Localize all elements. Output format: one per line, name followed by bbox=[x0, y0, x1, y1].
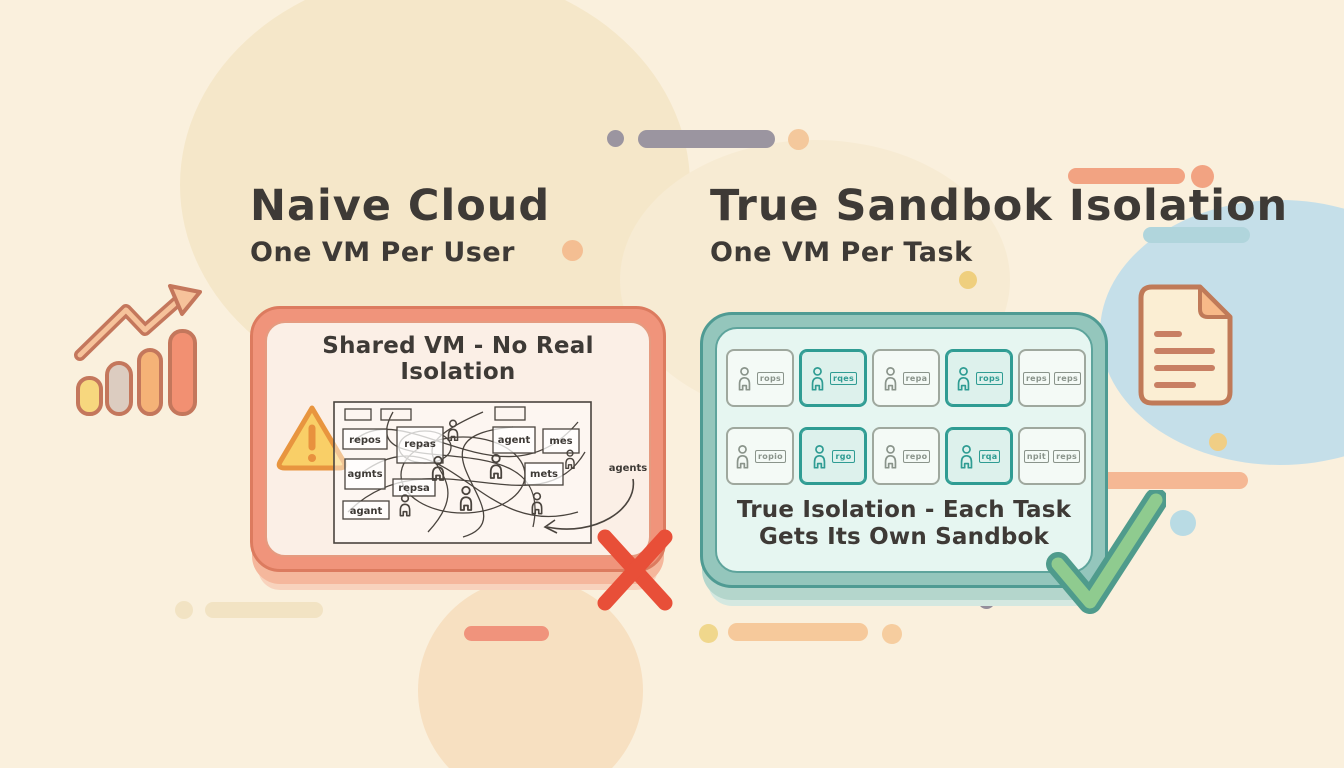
repo-label: ropio bbox=[755, 449, 786, 463]
diagram-label: agent bbox=[498, 435, 531, 446]
agents-label: agents bbox=[609, 463, 648, 474]
diagram-label: repas bbox=[404, 439, 436, 450]
decor-bar bbox=[205, 602, 323, 618]
isolation-caption-line2: Gets Its Own Sandbok bbox=[758, 524, 1050, 551]
document-icon bbox=[1138, 284, 1233, 406]
person-icon bbox=[955, 366, 972, 391]
sandbox-cell-highlighted: rops bbox=[945, 349, 1013, 407]
sandbox-cell-grid: rops rqes repa rops reps reps bbox=[726, 349, 1086, 485]
tangled-vm-diagram: repos repas agent mes agmts mets repsa a… bbox=[333, 401, 648, 544]
left-title: Naive Cloud bbox=[250, 181, 551, 231]
sandbox-cell-pair: npit reps bbox=[1018, 427, 1086, 485]
sandbox-isolation-panel-inner: rops rqes repa rops reps reps bbox=[715, 327, 1093, 573]
repo-label: rops bbox=[975, 371, 1004, 385]
repo-label: reps bbox=[1053, 449, 1081, 463]
diagram-label: repsa bbox=[398, 483, 430, 494]
decor-bar bbox=[1068, 168, 1185, 184]
person-icon bbox=[958, 444, 975, 469]
isolation-caption: True Isolation - Each Task Gets Its Own … bbox=[737, 497, 1071, 551]
diagram-label: mes bbox=[549, 436, 572, 447]
repo-label: reps bbox=[1022, 371, 1050, 385]
sandbox-isolation-panel: rops rqes repa rops reps reps bbox=[700, 312, 1108, 588]
person-icon bbox=[811, 444, 828, 469]
sandbox-cell: ropio bbox=[726, 427, 794, 485]
diagram-label: repos bbox=[349, 435, 381, 446]
sandbox-cell-highlighted: rgo bbox=[799, 427, 867, 485]
decor-dot bbox=[1191, 165, 1214, 188]
check-mark-icon bbox=[1046, 490, 1166, 614]
repo-label: npit bbox=[1023, 449, 1050, 463]
right-subtitle: One VM Per Task bbox=[710, 237, 973, 269]
decor-dot bbox=[562, 240, 583, 261]
shared-vm-panel-inner: Shared VM - No Real Isolation bbox=[265, 321, 651, 557]
repo-label: repo bbox=[902, 449, 931, 463]
decor-bar bbox=[1143, 227, 1250, 243]
person-icon bbox=[736, 366, 753, 391]
person-icon bbox=[882, 366, 899, 391]
repo-label: reps bbox=[1054, 371, 1082, 385]
decor-bar bbox=[1085, 472, 1248, 489]
sandbox-cell-pair: reps reps bbox=[1018, 349, 1086, 407]
decor-dot bbox=[699, 624, 718, 643]
decor-dot bbox=[1209, 433, 1227, 451]
diagram-label: agmts bbox=[347, 469, 382, 480]
diagram-label: agant bbox=[350, 506, 383, 517]
sandbox-cell: rops bbox=[726, 349, 794, 407]
decor-bar bbox=[464, 626, 549, 641]
decor-bar bbox=[638, 130, 775, 148]
person-icon bbox=[882, 444, 899, 469]
sandbox-cell-highlighted: rqa bbox=[945, 427, 1013, 485]
isolation-caption-line1: True Isolation - Each Task bbox=[736, 497, 1072, 523]
shared-vm-header: Shared VM - No Real Isolation bbox=[322, 333, 594, 385]
diagram-label: mets bbox=[530, 469, 558, 480]
sandbox-cell: repo bbox=[872, 427, 940, 485]
decor-bar bbox=[728, 623, 868, 641]
repo-label: rgo bbox=[832, 449, 855, 463]
decor-dot bbox=[882, 624, 902, 644]
decor-dot bbox=[959, 271, 977, 289]
shared-vm-panel: Shared VM - No Real Isolation bbox=[250, 306, 666, 572]
repo-label: rqa bbox=[978, 449, 1001, 463]
right-title: True Sandbok Isolation bbox=[710, 181, 1289, 231]
decor-dot bbox=[1170, 510, 1196, 536]
right-title-block: True Sandbok Isolation One VM Per Task bbox=[710, 181, 1289, 269]
person-icon bbox=[734, 444, 751, 469]
sandbox-cell-highlighted: rqes bbox=[799, 349, 867, 407]
decor-dot bbox=[175, 601, 193, 619]
repo-label: rops bbox=[756, 371, 785, 385]
left-title-block: Naive Cloud One VM Per User bbox=[250, 181, 551, 269]
growth-chart-icon bbox=[74, 284, 202, 416]
decor-dot bbox=[607, 130, 624, 147]
left-subtitle: One VM Per User bbox=[250, 237, 515, 269]
decor-dot bbox=[788, 129, 809, 150]
x-mark-icon bbox=[597, 529, 673, 611]
person-icon bbox=[809, 366, 826, 391]
decor-dot bbox=[978, 592, 995, 609]
repo-label: rqes bbox=[829, 371, 858, 385]
repo-label: repa bbox=[902, 371, 931, 385]
sandbox-cell: repa bbox=[872, 349, 940, 407]
